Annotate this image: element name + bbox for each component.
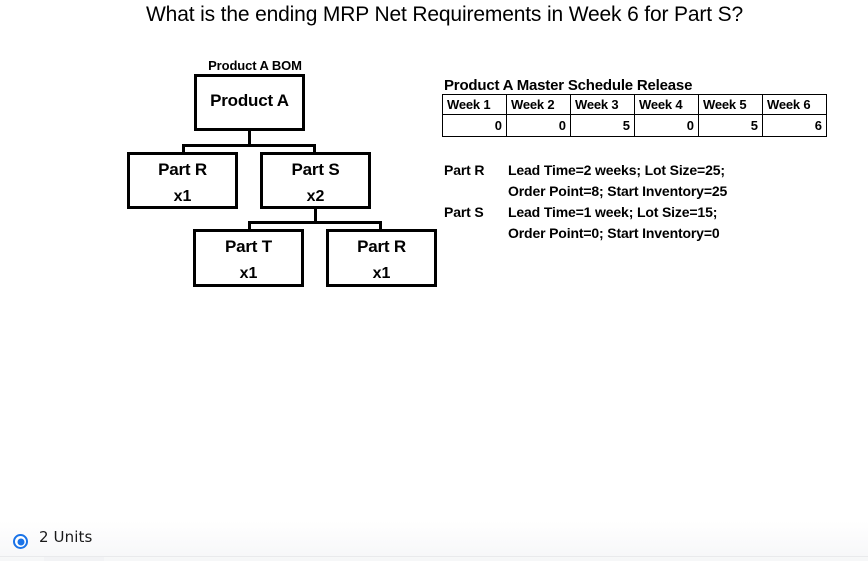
bom-diagram: Product A BOM Product A Part R x1 Part S… xyxy=(0,0,460,300)
spec-detail-part-r-line1: Lead Time=2 weeks; Lot Size=25; xyxy=(508,162,725,178)
connector-level1-bar xyxy=(182,144,316,147)
bom-node-part-t-name: Part T xyxy=(225,237,272,256)
table-header-week-1: Week 1 xyxy=(442,94,507,115)
table-header-week-4: Week 4 xyxy=(634,94,699,115)
bom-node-part-r-level2: Part R x1 xyxy=(326,229,437,287)
table-header-week-5: Week 5 xyxy=(698,94,763,115)
spec-row-part-s: Part S Lead Time=1 week; Lot Size=15; Orde… xyxy=(444,202,727,244)
spec-label-part-s: Part S xyxy=(444,204,484,220)
bom-node-part-s: Part S x2 xyxy=(260,152,371,209)
spec-detail-part-s-line2: Order Point=0; Start Inventory=0 xyxy=(508,225,720,241)
table-cell-week-4: 0 xyxy=(634,114,699,137)
part-specifications: Part R Lead Time=2 weeks; Lot Size=25; Ord… xyxy=(444,160,727,244)
bom-node-part-r-level1-qty: x1 xyxy=(173,188,192,205)
spec-row-part-r: Part R Lead Time=2 weeks; Lot Size=25; Ord… xyxy=(444,160,727,202)
bom-caption: Product A BOM xyxy=(208,58,302,73)
bom-node-product-a: Product A xyxy=(194,74,305,131)
page-title: What is the ending MRP Net Requirements … xyxy=(146,3,744,26)
schedule-heading: Product A Master Schedule Release xyxy=(444,77,693,94)
spec-label-part-r: Part R xyxy=(444,162,485,178)
table-cell-week-6: 6 xyxy=(762,114,827,137)
connector-level1-right-drop xyxy=(313,144,316,153)
connector-level1-left-drop xyxy=(182,144,185,153)
connector-product-a-stem xyxy=(248,131,251,145)
table-cell-week-2: 0 xyxy=(506,114,571,137)
spec-detail-part-r-line2: Order Point=8; Start Inventory=25 xyxy=(508,183,728,199)
connector-level2-left-drop xyxy=(248,221,251,230)
bom-node-part-t: Part T x1 xyxy=(193,229,304,287)
bom-node-part-r-level1: Part R x1 xyxy=(127,152,238,209)
radio-button-selected-icon[interactable] xyxy=(13,534,28,549)
bom-node-part-r-level2-qty: x1 xyxy=(372,265,391,282)
table-header-week-3: Week 3 xyxy=(570,94,635,115)
spec-detail-part-s: Lead Time=1 week; Lot Size=15; Order Poin… xyxy=(508,202,720,244)
answer-option-partial-next xyxy=(44,557,104,561)
bom-node-part-r-level2-name: Part R xyxy=(357,237,406,256)
bom-node-part-r-level1-name: Part R xyxy=(158,160,207,179)
answer-option-label: 2 Units xyxy=(39,528,93,546)
connector-level2-right-drop xyxy=(379,221,382,230)
table-header-week-6: Week 6 xyxy=(762,94,827,115)
answer-option-2-units[interactable]: 2 Units xyxy=(13,524,92,550)
bom-node-part-t-qty: x1 xyxy=(239,265,258,282)
spec-detail-part-s-line1: Lead Time=1 week; Lot Size=15; xyxy=(508,204,718,220)
connector-level2-bar xyxy=(248,221,382,224)
bom-node-part-s-qty: x2 xyxy=(306,188,325,205)
answer-options-band xyxy=(0,521,868,561)
bom-node-part-s-name: Part S xyxy=(291,160,340,179)
table-header-week-2: Week 2 xyxy=(506,94,571,115)
table-cell-week-3: 5 xyxy=(570,114,635,137)
bom-node-product-a-name: Product A xyxy=(210,91,289,110)
connector-part-s-stem xyxy=(314,209,317,222)
answer-divider xyxy=(0,556,868,557)
spec-detail-part-r: Lead Time=2 weeks; Lot Size=25; Order Poi… xyxy=(508,160,727,202)
table-cell-week-5: 5 xyxy=(698,114,763,137)
table-cell-week-1: 0 xyxy=(442,114,507,137)
